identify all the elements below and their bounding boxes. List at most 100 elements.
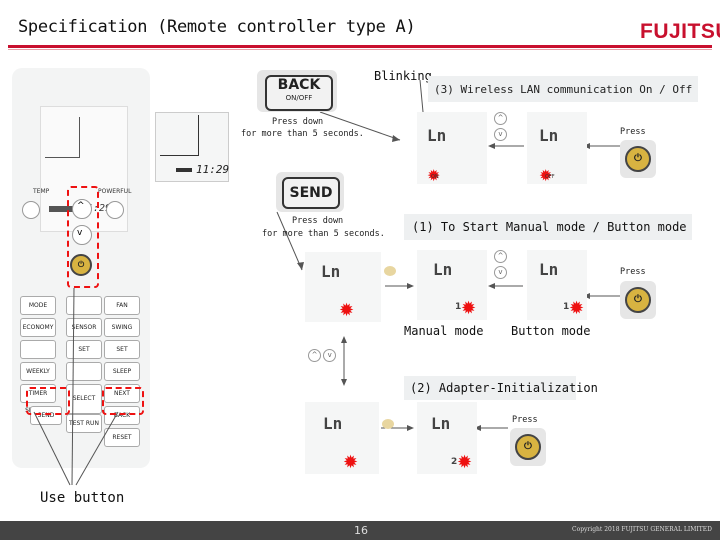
power-button-photo-1: ⏻ [620, 140, 656, 178]
blinking-label: Blinking [374, 69, 432, 83]
press-down-text-1: Press down [272, 117, 324, 127]
manual-heading: (1) To Start Manual mode / Button mode [412, 220, 687, 234]
powerful-key[interactable] [66, 296, 102, 315]
set-left-key[interactable]: SET [66, 340, 102, 359]
sensor-key[interactable]: SENSOR [66, 318, 102, 337]
page-number: 16 [354, 524, 368, 537]
lcd-ln-text: Ln [433, 260, 453, 279]
wlan-heading: (3) Wireless LAN communication On / Off [434, 83, 693, 96]
powerful-button[interactable] [106, 201, 124, 219]
chevron-down-icon: v [494, 128, 507, 141]
clear-key[interactable] [66, 362, 102, 381]
chevron-up-icon: ^ [308, 349, 321, 362]
adapter-lcd-init: Ln ✹ 2 [417, 402, 477, 474]
title-divider-thin [8, 49, 712, 50]
blink-icon: ✹ [569, 298, 585, 319]
copyright: Copyright 2018 FUJITSU GENERAL LIMITED [572, 526, 712, 533]
send-button-label: SEND [282, 177, 340, 209]
button-mode-label: Button mode [511, 324, 591, 338]
remote-clock: 11:29 [81, 203, 112, 214]
lcd-ln-text: Ln [427, 126, 447, 145]
press-down-text-2: Press down [292, 216, 344, 226]
lcd-ln-text: Ln [323, 414, 343, 433]
chevron-up-icon: ^ [494, 250, 507, 263]
test-run-key[interactable]: TEST RUN [66, 414, 102, 433]
title-divider [8, 45, 712, 48]
press-down-text-1b: for more than 5 seconds. [241, 129, 364, 139]
reset-key[interactable]: RESET [104, 428, 140, 447]
blink-icon: ✹ [539, 166, 553, 185]
wlan-lcd-on: Ln ✹ ON [417, 112, 487, 185]
set-right-key[interactable]: SET [104, 340, 140, 359]
blink-icon: ✹ [461, 298, 477, 319]
adapter-heading: (2) Adapter-Initialization [410, 381, 598, 395]
chevron-down-icon: v [323, 349, 337, 362]
remote-controller: 11:29 TEMP POWERFUL ^ v ⏻ MODE FAN ECONO… [12, 68, 150, 468]
footer-bar: 16 Copyright 2018 FUJITSU GENERAL LIMITE… [0, 521, 720, 540]
manual-lcd-mode: Ln ✹ 1 [417, 250, 487, 320]
chevron-up-icon: ^ [494, 112, 507, 125]
chevron-down-icon: v [494, 266, 507, 279]
press-text-2: Press [620, 267, 646, 277]
back-button-label: BACK [277, 77, 321, 93]
leaf-icon-2 [382, 419, 394, 429]
send-button-photo: SEND [276, 172, 344, 212]
highlight-send [26, 387, 70, 415]
up-down-icons-3: ^ v [308, 349, 337, 362]
manual-lcd-start: Ln ✹ [305, 252, 381, 322]
temp-up-button[interactable]: ^ [72, 199, 92, 219]
label-powerful: POWERFUL [98, 188, 132, 195]
economy-key[interactable]: ECONOMY [20, 318, 56, 337]
power-icon: ⏻ [625, 287, 651, 313]
button-mode-lcd: Ln ✹ 1 [527, 250, 587, 320]
power-icon: ⏻ [515, 434, 541, 460]
wlan-heading-box [428, 76, 698, 102]
page-title: Specification (Remote controller type A) [18, 17, 416, 37]
select-key[interactable]: SELECT [66, 384, 102, 414]
fan-key[interactable]: FAN [104, 296, 140, 315]
highlight-temp-power [67, 186, 99, 288]
power-button[interactable]: ⏻ [70, 254, 92, 276]
back-button-photo: BACK ON/OFF [257, 70, 337, 112]
use-button-label: Use button [40, 490, 125, 506]
fujitsu-logo: FUJITSU [640, 20, 720, 43]
power-button-photo-3: ⏻ [510, 428, 546, 466]
swing-key[interactable]: SWING [104, 318, 140, 337]
remote-lcd-zoom: 11:29 [155, 112, 229, 182]
blink-icon: ✹ [343, 452, 359, 473]
lcd-number-1: 1 [455, 302, 462, 312]
weekly-key[interactable]: WEEKLY [20, 362, 56, 381]
up-down-icons-1: ^ v [494, 112, 507, 141]
chevron-down-icon: v [77, 228, 83, 238]
leaf-icon-1 [384, 266, 396, 276]
press-text-3: Press [512, 415, 538, 425]
lcd-on-text: ON [431, 174, 439, 180]
chevron-up-icon: ^ [77, 201, 85, 211]
lcd-ln-text: Ln [539, 126, 559, 145]
back-button-sub: ON/OFF [285, 94, 313, 102]
press-text-1: Press [620, 127, 646, 137]
sleep-key[interactable]: SLEEP [104, 362, 140, 381]
lcd-off-text: OFF [545, 174, 555, 180]
lcd-number-2: 2 [451, 457, 458, 467]
press-down-text-2b: for more than 5 seconds. [262, 229, 385, 239]
blink-icon: ✹ [457, 452, 473, 473]
up-down-icons-2: ^ v [494, 250, 507, 279]
power-button-photo-2: ⏻ [620, 281, 656, 319]
lcd-ln-text: Ln [539, 260, 559, 279]
outdoor-key[interactable] [20, 340, 56, 359]
temp-down-button[interactable]: v [72, 225, 92, 245]
temp-down-left-button[interactable] [22, 201, 40, 219]
mode-key[interactable]: MODE [20, 296, 56, 315]
power-icon: ⏻ [625, 146, 651, 172]
adapter-heading-box [404, 376, 576, 400]
lcd-zoom-clock: 11:29 [196, 163, 230, 176]
manual-heading-box [404, 214, 692, 240]
highlight-back [102, 387, 144, 415]
label-temp: TEMP [33, 188, 50, 195]
lcd-number-1: 1 [563, 302, 570, 312]
blink-icon: ✹ [339, 300, 355, 321]
wlan-lcd-off: Ln ✹ OFF [527, 112, 587, 185]
lcd-ln-text: Ln [431, 414, 451, 433]
lcd-ln-text: Ln [321, 262, 341, 281]
